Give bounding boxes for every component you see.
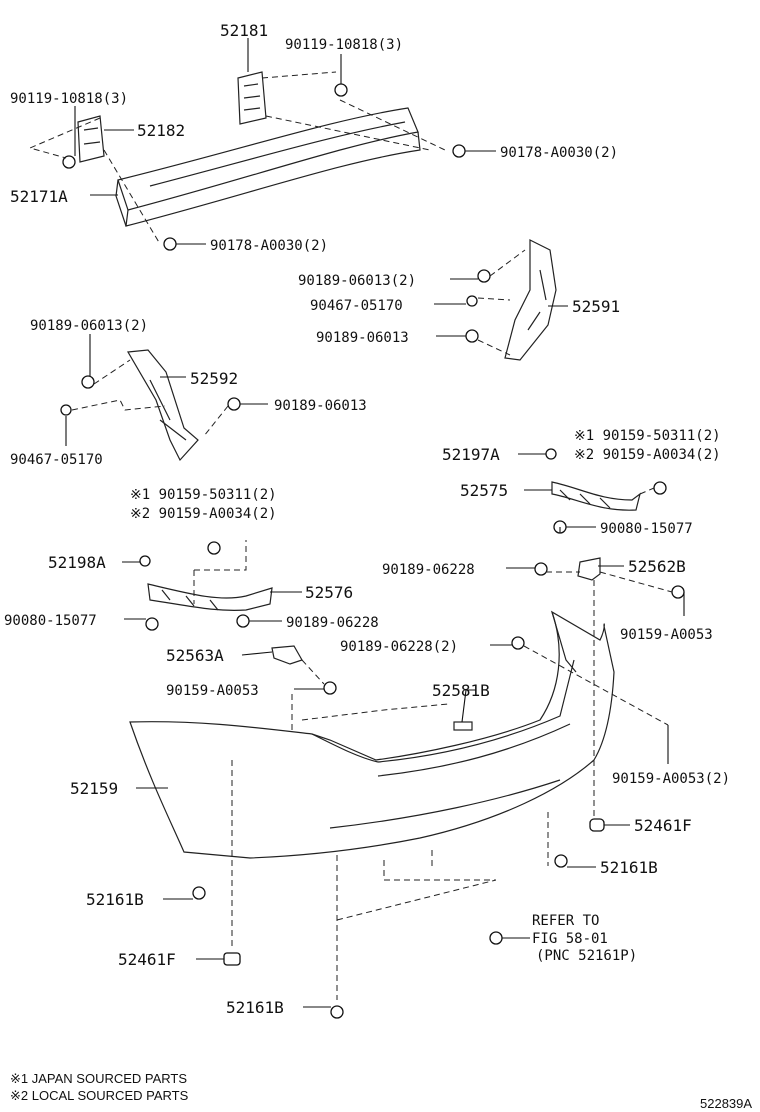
footnote-japan: ※1 JAPAN SOURCED PARTS: [10, 1071, 187, 1086]
label-52562b: 52562B: [628, 557, 686, 576]
label-90080-left: 90080-15077: [4, 613, 97, 629]
lower-fasteners: [192, 818, 605, 1019]
label-90159-a0053-left: 90159-A0053: [166, 683, 259, 699]
label-90159-a0034-right: ※2 90159-A0034(2): [574, 447, 721, 463]
side-retainer-fasteners-left: [60, 375, 241, 416]
bumper-cover-52159: [129, 610, 615, 859]
label-90189-06013-left: 90189-06013: [274, 398, 367, 414]
label-52171a: 52171A: [10, 187, 68, 206]
label-52159: 52159: [70, 779, 118, 798]
label-52161b-left: 52161B: [86, 890, 144, 909]
label-refer-fig: FIG 58-01: [532, 931, 608, 947]
label-52461f-left: 52461F: [118, 950, 176, 969]
label-52461f-right: 52461F: [634, 816, 692, 835]
label-90119-right: 90119-10818(3): [285, 37, 403, 53]
bracket-52181: [237, 71, 267, 125]
leader-lines: [65, 38, 685, 1008]
label-90189-06013-2-left: 90189-06013(2): [30, 318, 148, 334]
upper-fasteners: [62, 83, 466, 251]
bracket-52182: [77, 115, 105, 163]
side-retainer-52592: [127, 349, 199, 462]
bumper-reinforcement-52171a: [115, 107, 421, 227]
side-support-52576: [139, 541, 273, 631]
side-retainer-fasteners-right: [465, 269, 491, 343]
label-52182: 52182: [137, 121, 185, 140]
label-52591: 52591: [572, 297, 620, 316]
footnote-local: ※2 LOCAL SOURCED PARTS: [10, 1088, 189, 1103]
label-90080-right: 90080-15077: [600, 521, 693, 537]
label-52592: 52592: [190, 369, 238, 388]
label-52575: 52575: [460, 481, 508, 500]
label-90467-left: 90467-05170: [10, 452, 103, 468]
label-90178-right: 90178-A0030(2): [500, 145, 618, 161]
label-90189-06228-2: 90189-06228(2): [340, 639, 458, 655]
label-90159-50311-right: ※1 90159-50311(2): [574, 428, 721, 444]
side-retainer-52591: [504, 239, 557, 361]
label-52576: 52576: [305, 583, 353, 602]
label-90159-50311-left: ※1 90159-50311(2): [130, 487, 277, 503]
label-refer-pnc: (PNC 52161P): [536, 948, 637, 964]
label-90159-a0053-right: 90159-A0053: [620, 627, 713, 643]
label-52198a: 52198A: [48, 553, 106, 572]
label-90189-06013-2-right: 90189-06013(2): [298, 273, 416, 289]
label-90178-left: 90178-A0030(2): [210, 238, 328, 254]
label-90189-06228-left: 90189-06228: [286, 615, 379, 631]
label-52161b-right: 52161B: [600, 858, 658, 877]
label-52161b-bottom: 52161B: [226, 998, 284, 1017]
bracket-52563a: [271, 636, 525, 695]
label-52563a: 52563A: [166, 646, 224, 665]
label-90119-left: 90119-10818(3): [10, 91, 128, 107]
label-90467-right: 90467-05170: [310, 298, 403, 314]
label-90159-a0034-left: ※2 90159-A0034(2): [130, 506, 277, 522]
figure-code: 522839A: [700, 1096, 752, 1111]
label-90189-06228-right: 90189-06228: [382, 562, 475, 578]
footnotes: ※1 JAPAN SOURCED PARTS ※2 LOCAL SOURCED …: [10, 1071, 752, 1111]
label-refer-to: REFER TO: [532, 913, 599, 929]
label-90189-06013-right: 90189-06013: [316, 330, 409, 346]
label-90159-a0053-2: 90159-A0053(2): [612, 771, 730, 787]
label-52181: 52181: [220, 21, 268, 40]
label-52197a: 52197A: [442, 445, 500, 464]
label-52581b: 52581B: [432, 681, 490, 700]
bracket-52562b: [534, 557, 685, 599]
part-labels: 52181 90119-10818(3) 90119-10818(3) 5218…: [4, 21, 730, 1017]
